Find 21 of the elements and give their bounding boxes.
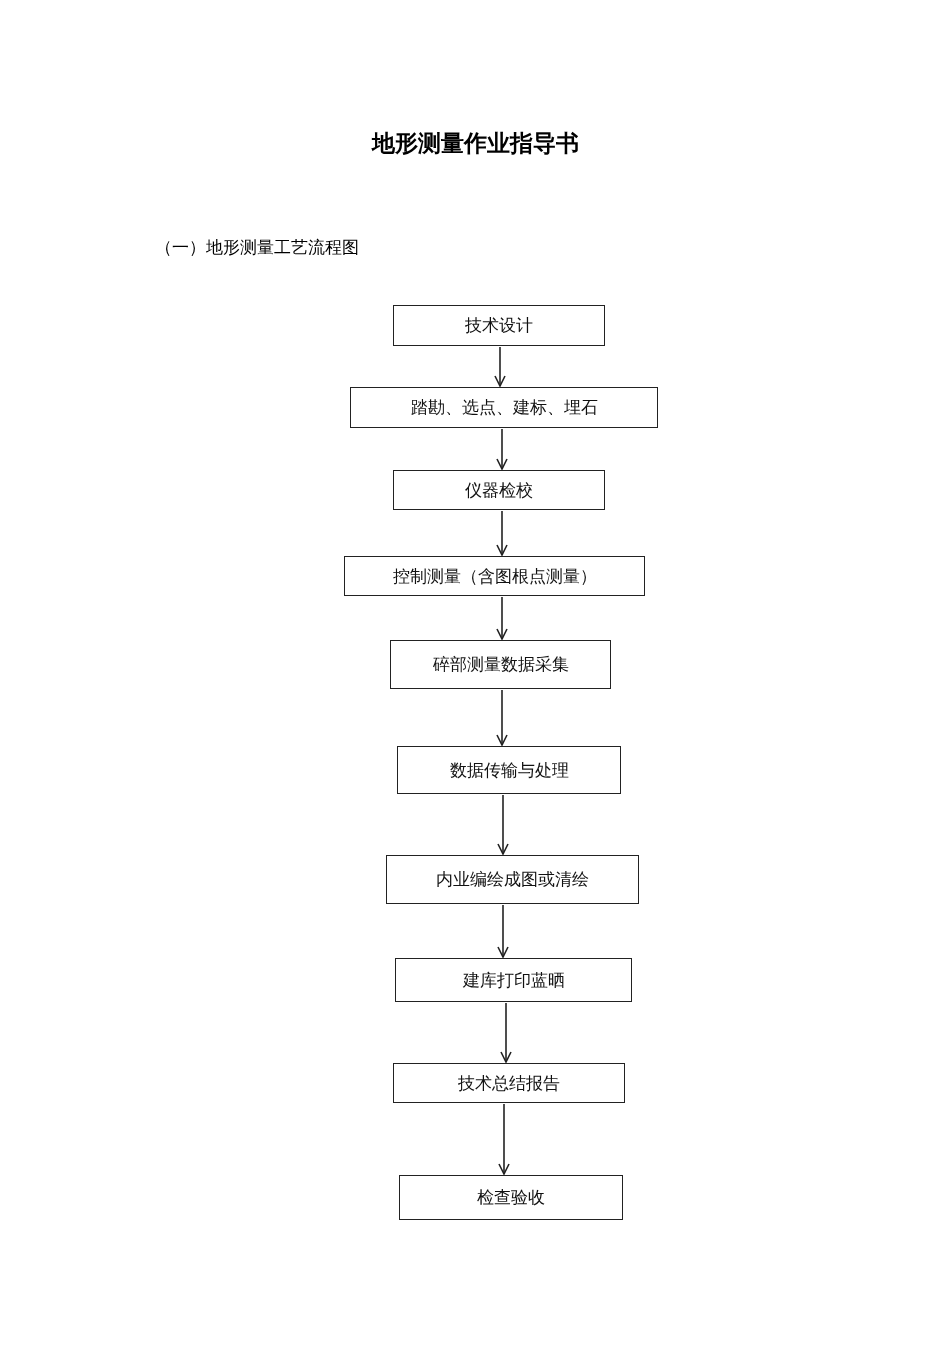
process-box: 技术总结报告	[393, 1063, 625, 1103]
arrow	[494, 346, 506, 387]
process-box: 碎部测量数据采集	[390, 640, 611, 689]
section-heading: （一）地形测量工艺流程图	[155, 236, 359, 259]
process-box: 内业编绘成图或清绘	[386, 855, 639, 904]
process-box: 技术设计	[393, 305, 605, 346]
title: 地形测量作业指导书	[370, 129, 580, 158]
arrow	[496, 596, 508, 640]
process-box: 控制测量（含图根点测量）	[344, 556, 645, 596]
arrow	[497, 904, 509, 958]
arrow	[496, 428, 508, 470]
process-box: 踏勘、选点、建标、埋石	[350, 387, 658, 428]
process-box: 建库打印蓝晒	[395, 958, 632, 1002]
arrow	[498, 1103, 510, 1175]
arrow	[500, 1002, 512, 1063]
process-box: 仪器检校	[393, 470, 605, 510]
arrow	[496, 689, 508, 746]
process-box: 检查验收	[399, 1175, 623, 1220]
arrow	[496, 510, 508, 556]
arrow	[497, 794, 509, 855]
process-box: 数据传输与处理	[397, 746, 621, 794]
